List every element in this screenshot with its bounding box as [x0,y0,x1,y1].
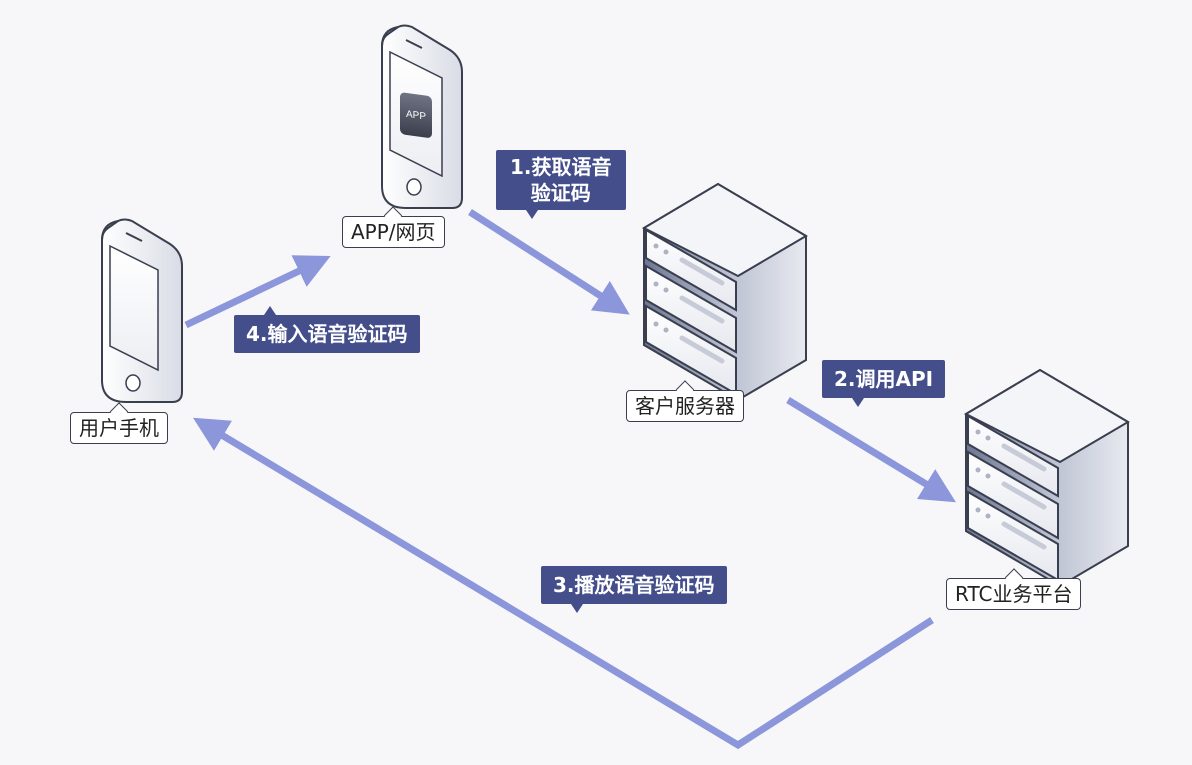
step1-line2: 验证码 [530,181,591,205]
step4-label: 4.输入语音验证码 [234,306,420,353]
phone-icon [101,218,183,403]
app-web-label: APP/网页 [342,216,445,248]
rtc-platform-label: RTC业务平台 [946,578,1082,610]
arrow-step4 [184,255,331,329]
svg-text:APP: APP [406,109,426,123]
app-icon: APP [400,92,432,138]
step1-label: 1.获取语音 验证码 [496,150,626,219]
arrow-step2 [786,397,956,503]
arrow-step1 [468,209,630,315]
customer-server-label: 客户服务器 [626,390,744,422]
arrow-step3 [192,417,934,750]
customer-server-icon [641,182,808,402]
step1-line1: 1.获取语音 [510,155,612,179]
step2-label: 2.调用API [822,360,946,407]
app-phone-icon: APP [381,24,463,209]
step3-label: 3.播放语音验证码 [541,566,727,613]
rtc-server-icon [963,368,1130,588]
user-phone-label: 用户手机 [70,412,168,444]
